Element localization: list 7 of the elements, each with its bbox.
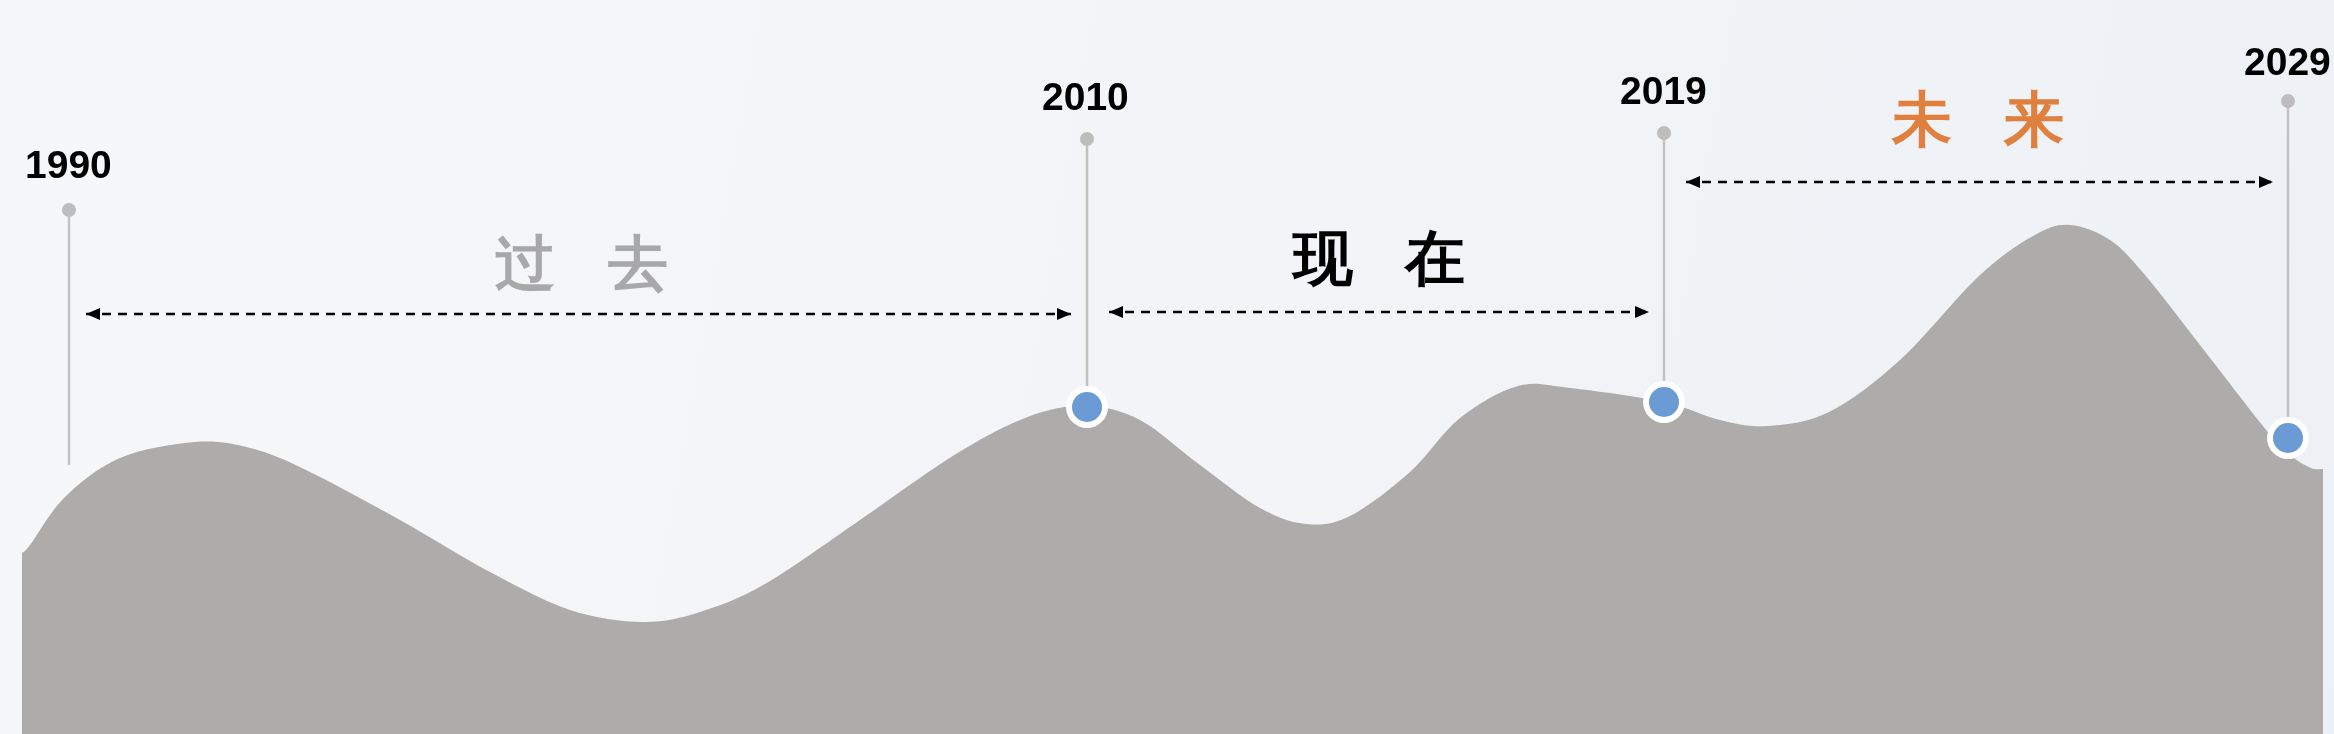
period-label: 未来 [1892, 89, 2064, 149]
year-label: 2019 [1620, 71, 1707, 110]
year-label: 2029 [2244, 42, 2331, 81]
period-label: 现在 [1293, 228, 1465, 288]
period-label: 过去 [495, 233, 668, 293]
year-label: 1990 [25, 145, 112, 184]
year-label: 2010 [1042, 77, 1129, 116]
